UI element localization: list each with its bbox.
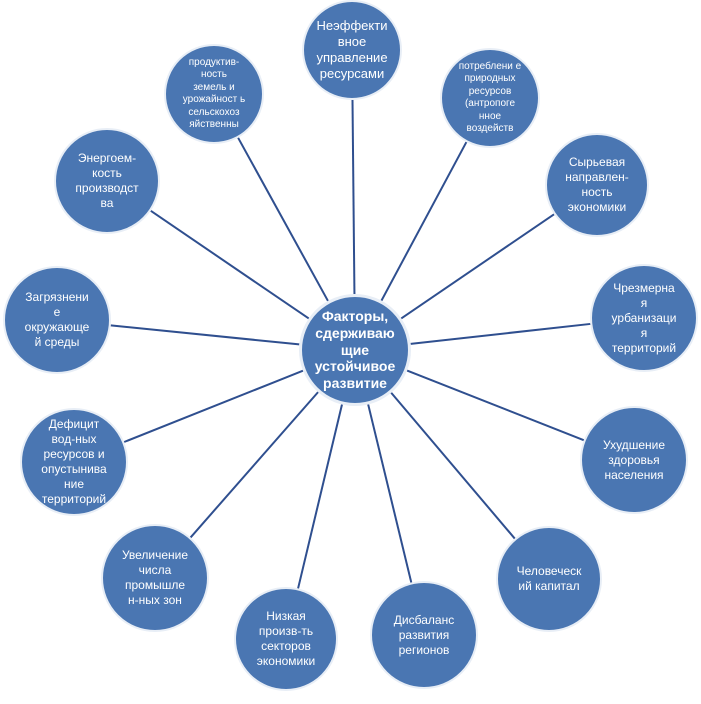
connector-energy-intensity — [150, 210, 310, 320]
connector-low-productivity — [297, 404, 343, 589]
factor-label: Человеческ ий капитал — [516, 564, 582, 593]
factor-label: Сырьевая направлен- ность экономики — [565, 155, 629, 214]
connector-resource-consumption — [380, 141, 468, 302]
factor-label: продуктив- ность земель и урожайност ь с… — [182, 56, 246, 131]
factor-label: Дефицит вод-ных ресурсов и опустынива ни… — [41, 417, 107, 506]
factor-node-industrial-zones: Увеличение числа промышле н-ных зон — [101, 524, 209, 632]
connector-health — [406, 369, 585, 442]
connectors — [110, 99, 591, 589]
factor-label: Энергоем- кость производст ва — [75, 151, 139, 210]
factor-node-low-productivity: Низкая произв-ть секторов экономики — [234, 587, 338, 691]
factor-label: Увеличение числа промышле н-ных зон — [121, 548, 189, 607]
connector-pollution — [110, 324, 300, 346]
connector-industrial-zones — [189, 391, 319, 539]
factor-node-energy-intensity: Энергоем- кость производст ва — [54, 128, 160, 234]
factor-node-ineffective-management: Неэффекти вное управление ресурсами — [302, 0, 402, 100]
factor-node-health: Ухудшение здоровья населения — [580, 406, 688, 514]
factor-label: потреблени е природных ресурсов (антропо… — [458, 60, 522, 135]
factor-node-land-productivity: продуктив- ность земель и урожайност ь с… — [164, 44, 264, 144]
factor-node-water-deficit: Дефицит вод-ных ресурсов и опустынива ни… — [20, 408, 128, 516]
connector-ineffective-management — [351, 99, 356, 295]
factor-label: Ухудшение здоровья населения — [603, 437, 665, 482]
factor-node-pollution: Загрязнени е окружающе й среды — [3, 266, 111, 374]
factor-label: Низкая произв-ть секторов экономики — [256, 609, 316, 668]
connector-regional-imbalance — [367, 404, 413, 583]
factor-label: Неэффекти вное управление ресурсами — [316, 17, 388, 82]
connector-human-capital — [390, 392, 516, 540]
connector-raw-orientation — [400, 213, 555, 320]
center-node: Факторы, сдерживаю щие устойчивое развит… — [299, 294, 411, 406]
factor-node-resource-consumption: потреблени е природных ресурсов (антропо… — [440, 48, 540, 148]
connector-urbanization — [410, 322, 591, 345]
factor-node-human-capital: Человеческ ий капитал — [496, 526, 602, 632]
factor-node-raw-orientation: Сырьевая направлен- ность экономики — [545, 133, 649, 237]
factor-node-regional-imbalance: Дисбаланс развития регионов — [370, 581, 478, 689]
factor-label: Загрязнени е окружающе й среды — [24, 290, 90, 349]
center-node-label: Факторы, сдерживаю щие устойчивое развит… — [314, 308, 396, 392]
factor-label: Чрезмерна я урбанизаци я территорий — [611, 280, 677, 355]
connector-land-productivity — [237, 137, 329, 302]
factor-label: Дисбаланс развития регионов — [393, 612, 455, 657]
factor-node-urbanization: Чрезмерна я урбанизаци я территорий — [590, 264, 698, 372]
connector-water-deficit — [123, 369, 304, 443]
